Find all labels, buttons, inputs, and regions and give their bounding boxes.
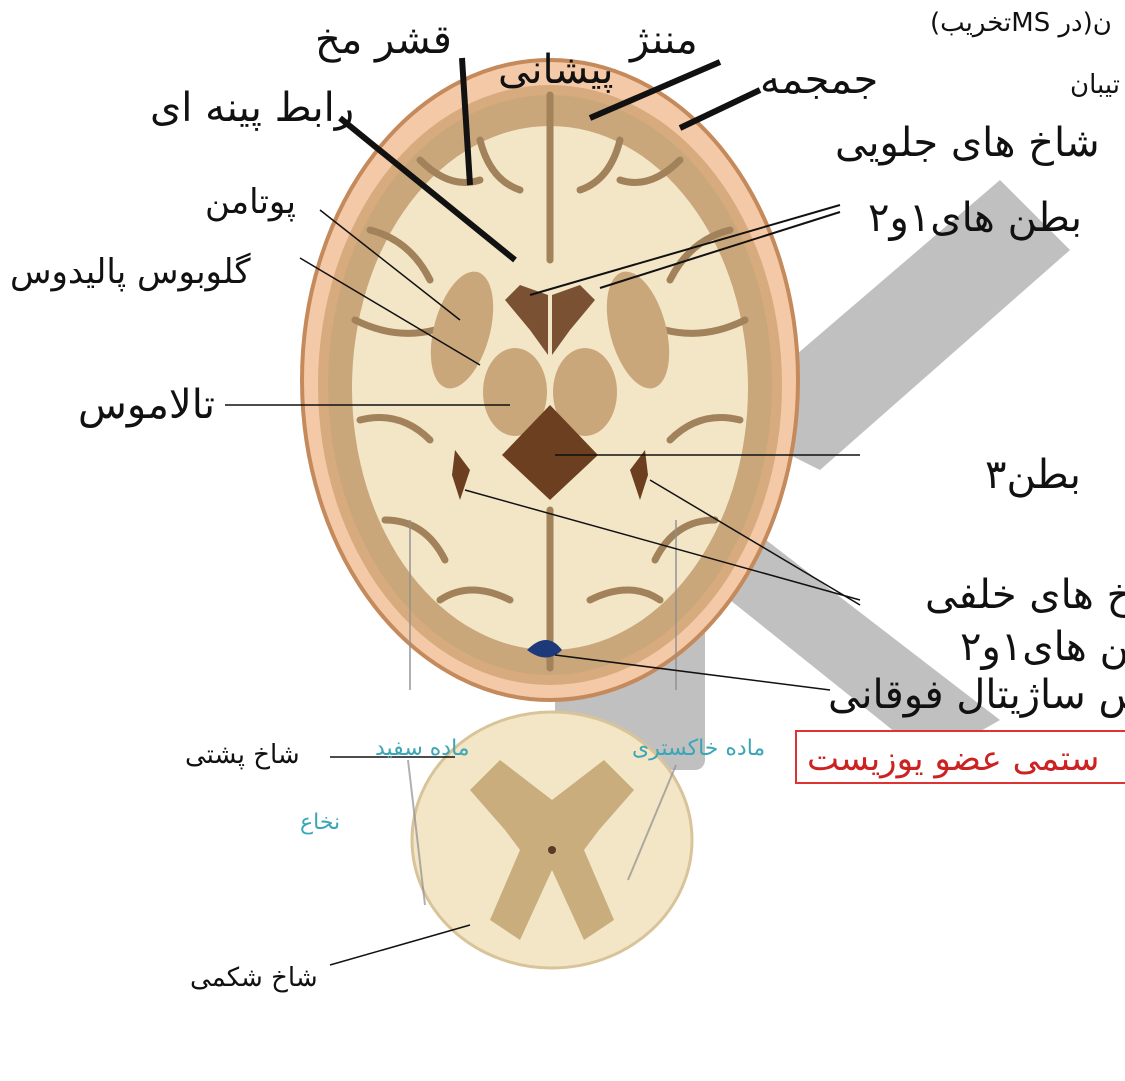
label-anterior-horns: شاخ های جلویی bbox=[835, 123, 1100, 163]
credit-banner: ستمی عضو یوزیست bbox=[795, 730, 1125, 784]
label-ventricles-1-2-bottom: بطن های١و٢ bbox=[960, 627, 1125, 667]
label-thalamus: تالاموس bbox=[78, 385, 215, 425]
label-ventral-horn: شاخ شکمی bbox=[190, 965, 318, 991]
label-cortex: قشر مخ bbox=[315, 20, 452, 60]
label-frontal: پیشانی bbox=[498, 50, 614, 90]
label-globus-pallidus: گلوبوس پالیدوس bbox=[10, 255, 251, 289]
label-support-note: تیبان bbox=[1070, 72, 1120, 98]
label-skull: جمجمه bbox=[760, 60, 878, 100]
label-ventricles-1-2-top: بطن های١و٢ bbox=[868, 198, 1082, 238]
label-spinal-cord: نخاع bbox=[300, 812, 340, 834]
label-posterior-horns: شاخ های خلفی bbox=[925, 575, 1125, 615]
label-meninges: مننژ bbox=[630, 20, 698, 60]
brain-section bbox=[302, 60, 798, 700]
label-corpus-callosum: رابط پینه ای bbox=[150, 88, 354, 128]
label-gray-matter: ماده خاکستری bbox=[632, 738, 765, 760]
label-white-matter: ماده سفید bbox=[375, 738, 470, 760]
label-dorsal-horn: شاخ پشتی bbox=[185, 742, 300, 768]
label-sagittal-sinus: س ساژیتال فوقانی bbox=[828, 675, 1125, 715]
label-ms-note: ن(در MSتخریب) bbox=[930, 10, 1112, 36]
label-putamen: پوتامن bbox=[205, 185, 296, 219]
label-third-ventricle: بطن٣ bbox=[985, 455, 1081, 495]
